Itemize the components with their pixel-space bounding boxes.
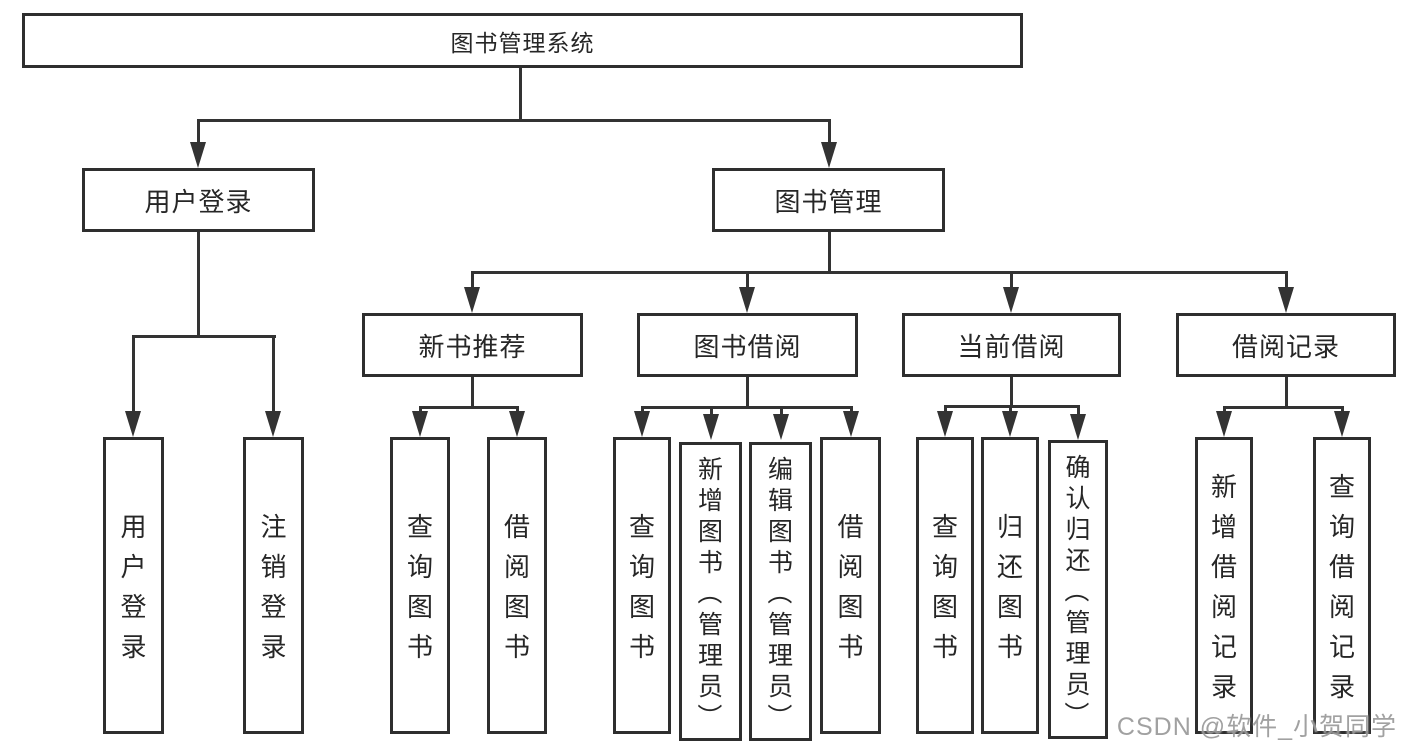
node-user-login: 用户登录 bbox=[82, 168, 315, 232]
edge-drop-book-management bbox=[828, 119, 831, 145]
node-borrow-record: 借阅记录 bbox=[1176, 313, 1396, 377]
arrow-down-icon bbox=[412, 411, 428, 437]
node-book-management-label: 图书管理 bbox=[774, 186, 883, 217]
arrow-down-icon bbox=[464, 287, 480, 313]
node-current-borrow-label: 当前借阅 bbox=[957, 331, 1066, 362]
node-leaf-borrow-borrow-book-label: 借阅图书 bbox=[837, 512, 864, 662]
node-user-login-label: 用户登录 bbox=[144, 186, 253, 217]
edge-drop-newrec-borrow bbox=[516, 406, 519, 414]
node-leaf-logout: 注销登录 bbox=[243, 437, 304, 734]
edge-borrow-bus bbox=[641, 406, 853, 409]
arrow-down-icon bbox=[703, 414, 719, 440]
arrow-down-icon bbox=[190, 142, 206, 168]
node-current-borrow: 当前借阅 bbox=[902, 313, 1121, 377]
arrow-down-icon bbox=[739, 287, 755, 313]
edge-drop-confirm-return bbox=[1077, 405, 1080, 414]
arrow-down-icon bbox=[821, 142, 837, 168]
edge-root-bus bbox=[197, 119, 831, 122]
arrow-down-icon bbox=[1002, 411, 1018, 437]
node-leaf-newrec-query-book: 查询图书 bbox=[390, 437, 450, 734]
node-leaf-confirm-return-admin-label: 确认归还（管理员） bbox=[1061, 453, 1091, 727]
node-leaf-query-borrow-record: 查询借阅记录 bbox=[1313, 437, 1371, 734]
edge-book-management-bus bbox=[471, 271, 1288, 274]
edge-drop-add-record bbox=[1223, 406, 1226, 414]
node-leaf-user-login: 用户登录 bbox=[103, 437, 164, 734]
edge-drop-leaf-logout bbox=[272, 335, 275, 413]
edge-drop-query-record bbox=[1341, 406, 1344, 414]
edge-drop-borrow-book bbox=[850, 406, 853, 414]
node-leaf-add-book-admin-label: 新增图书（管理员） bbox=[694, 455, 723, 729]
edge-drop-user-login bbox=[197, 119, 200, 145]
node-leaf-logout-label: 注销登录 bbox=[260, 512, 287, 662]
node-leaf-newrec-borrow-book-label: 借阅图书 bbox=[503, 512, 530, 662]
arrow-down-icon bbox=[125, 411, 141, 437]
edge-drop-current-borrow bbox=[1010, 271, 1013, 289]
arrow-down-icon bbox=[1278, 287, 1294, 313]
node-new-book-recommend: 新书推荐 bbox=[362, 313, 583, 377]
node-leaf-add-borrow-record: 新增借阅记录 bbox=[1195, 437, 1253, 734]
node-leaf-newrec-borrow-book: 借阅图书 bbox=[487, 437, 547, 734]
node-leaf-confirm-return-admin: 确认归还（管理员） bbox=[1048, 440, 1108, 739]
edge-drop-edit-book bbox=[780, 406, 783, 414]
edge-drop-borrow-query bbox=[641, 406, 644, 414]
node-root-label: 图书管理系统 bbox=[450, 29, 595, 56]
edge-drop-borrow-record bbox=[1285, 271, 1288, 289]
node-leaf-add-borrow-record-label: 新增借阅记录 bbox=[1210, 472, 1237, 702]
arrow-down-icon bbox=[1003, 287, 1019, 313]
node-leaf-query-borrow-record-label: 查询借阅记录 bbox=[1328, 472, 1355, 702]
node-leaf-return-book-label: 归还图书 bbox=[996, 512, 1023, 662]
arrow-down-icon bbox=[843, 411, 859, 437]
node-borrow-record-label: 借阅记录 bbox=[1231, 331, 1340, 362]
node-leaf-add-book-admin: 新增图书（管理员） bbox=[679, 442, 742, 741]
edge-drop-new-book-recommend bbox=[471, 271, 474, 289]
arrow-down-icon bbox=[634, 411, 650, 437]
node-leaf-return-book: 归还图书 bbox=[981, 437, 1039, 734]
arrow-down-icon bbox=[937, 411, 953, 437]
edge-current-trunk bbox=[1010, 377, 1013, 408]
edge-borrow-trunk bbox=[746, 377, 749, 409]
edge-record-trunk bbox=[1285, 377, 1288, 409]
arrow-down-icon bbox=[773, 414, 789, 440]
arrow-down-icon bbox=[1334, 411, 1350, 437]
edge-newrec-bus bbox=[419, 406, 519, 409]
edge-drop-add-book bbox=[710, 406, 713, 414]
arrow-down-icon bbox=[1070, 414, 1086, 440]
edge-record-bus bbox=[1223, 406, 1344, 409]
edge-current-bus bbox=[944, 405, 1080, 408]
node-leaf-newrec-query-book-label: 查询图书 bbox=[406, 512, 433, 662]
node-leaf-edit-book-admin: 编辑图书（管理员） bbox=[749, 442, 812, 741]
arrow-down-icon bbox=[509, 411, 525, 437]
edge-book-management-trunk bbox=[828, 232, 831, 274]
edge-drop-return-book bbox=[1009, 405, 1012, 414]
node-root: 图书管理系统 bbox=[22, 13, 1023, 68]
node-book-borrow: 图书借阅 bbox=[637, 313, 858, 377]
node-leaf-current-query-book-label: 查询图书 bbox=[931, 512, 958, 662]
watermark: CSDN @软件_小贺同学 bbox=[1116, 713, 1397, 741]
edge-user-login-bus bbox=[132, 335, 276, 338]
arrow-down-icon bbox=[1216, 411, 1232, 437]
node-leaf-borrow-borrow-book: 借阅图书 bbox=[820, 437, 881, 734]
edge-drop-book-borrow bbox=[746, 271, 749, 289]
node-leaf-edit-book-admin-label: 编辑图书（管理员） bbox=[764, 455, 793, 729]
node-book-borrow-label: 图书借阅 bbox=[693, 331, 802, 362]
edge-user-login-trunk bbox=[197, 232, 200, 338]
edge-root-trunk bbox=[519, 68, 522, 120]
edge-drop-current-query bbox=[944, 405, 947, 414]
node-new-book-recommend-label: 新书推荐 bbox=[418, 331, 527, 362]
arrow-down-icon bbox=[265, 411, 281, 437]
node-leaf-borrow-query-book: 查询图书 bbox=[613, 437, 671, 734]
node-leaf-user-login-label: 用户登录 bbox=[120, 512, 147, 662]
node-leaf-borrow-query-book-label: 查询图书 bbox=[628, 512, 655, 662]
node-leaf-current-query-book: 查询图书 bbox=[916, 437, 974, 734]
edge-drop-leaf-user-login bbox=[132, 335, 135, 413]
edge-drop-newrec-query bbox=[419, 406, 422, 414]
node-book-management: 图书管理 bbox=[712, 168, 945, 232]
edge-newrec-trunk bbox=[471, 377, 474, 409]
